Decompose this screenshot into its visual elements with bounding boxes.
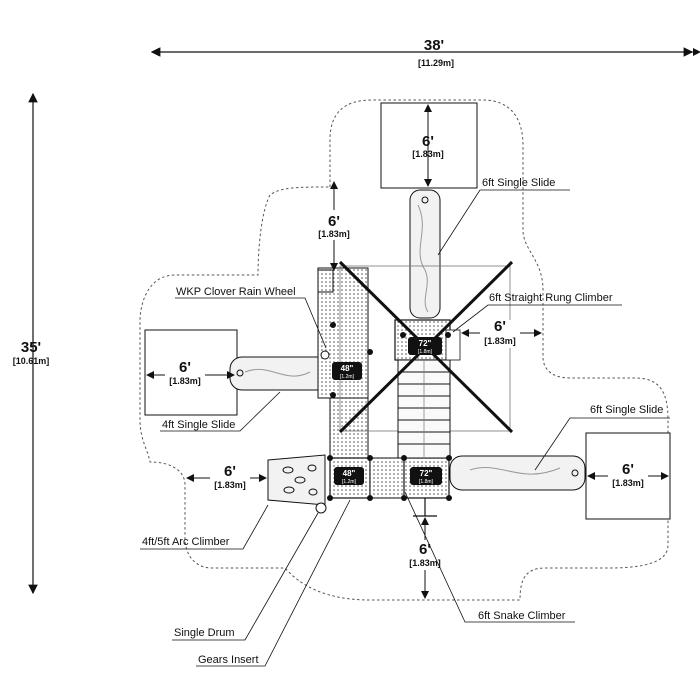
- callout-top-slide: 6ft Single Slide: [437, 177, 570, 256]
- svg-text:6': 6': [328, 213, 340, 230]
- svg-text:6ft Snake Climber: 6ft Snake Climber: [478, 610, 566, 622]
- svg-text:[1.2m]: [1.2m]: [342, 479, 357, 485]
- callout-arc-climber: 4ft/5ft Arc Climber: [140, 504, 269, 550]
- svg-text:4ft/5ft Arc Climber: 4ft/5ft Arc Climber: [142, 536, 230, 548]
- svg-text:48": 48": [341, 364, 354, 373]
- svg-text:[1.83m]: [1.83m]: [612, 478, 644, 488]
- svg-text:72": 72": [420, 469, 433, 478]
- use-zone-boundary: [139, 99, 669, 601]
- overall-width-metric: [11.29m]: [418, 58, 454, 68]
- svg-text:48": 48": [343, 469, 356, 478]
- svg-text:[1.83m]: [1.83m]: [484, 336, 516, 346]
- callout-left-slide: 4ft Single Slide: [160, 391, 281, 432]
- callout-drum: Single Drum: [172, 512, 319, 641]
- callout-rung-climber: 6ft Straight Rung Climber: [452, 292, 622, 333]
- callout-gears: Gears Insert: [196, 499, 351, 667]
- deck-tag-a: 72" [1.8m]: [408, 337, 442, 355]
- svg-text:6': 6': [419, 541, 431, 558]
- svg-text:6': 6': [622, 461, 634, 478]
- overall-depth-ft: 35': [21, 339, 41, 356]
- snake-climber: [413, 498, 437, 517]
- svg-text:[1.8m]: [1.8m]: [418, 349, 433, 355]
- callout-right-slide: 6ft Single Slide: [534, 404, 670, 471]
- svg-text:[1.83m]: [1.83m]: [214, 480, 246, 490]
- svg-text:[1.83m]: [1.83m]: [169, 376, 201, 386]
- overall-width-dimension: 38' [10.61m] [11.29m]: [150, 37, 700, 68]
- svg-text:[1.83m]: [1.83m]: [412, 149, 444, 159]
- arc-climber: [267, 454, 326, 506]
- svg-text:6ft Single Slide: 6ft Single Slide: [590, 404, 663, 416]
- svg-text:[1.83m]: [1.83m]: [409, 558, 441, 568]
- deck-tag-b: 48" [1.2m]: [332, 362, 362, 380]
- clearance-right-of-climber: 6' [1.83m]: [461, 318, 542, 348]
- clearance-bottom: 6' [1.83m]: [405, 517, 445, 599]
- deck-tag-d: 72" [1.8m]: [410, 467, 442, 485]
- overall-depth-metric: [10.61m]: [13, 356, 50, 366]
- svg-text:6ft Straight Rung Climber: 6ft Straight Rung Climber: [489, 292, 613, 304]
- svg-text:[1.8m]: [1.8m]: [419, 479, 434, 485]
- svg-text:[1.83m]: [1.83m]: [318, 229, 350, 239]
- svg-text:72": 72": [419, 339, 432, 348]
- overall-width-ft: 38': [424, 37, 444, 54]
- svg-text:6': 6': [224, 463, 236, 480]
- deck-tag-c: 48" [1.2m]: [334, 467, 364, 485]
- svg-text:6': 6': [179, 359, 191, 376]
- callout-snake-climber: 6ft Snake Climber: [404, 491, 575, 623]
- overall-depth-dimension: 35' [10.61m]: [13, 92, 50, 595]
- top-single-slide: [409, 189, 441, 319]
- svg-text:6ft Single Slide: 6ft Single Slide: [482, 177, 555, 189]
- svg-text:6': 6': [422, 133, 434, 150]
- clearance-left-zone: 6' [1.83m]: [146, 359, 235, 388]
- support-posts: [327, 322, 452, 501]
- clearance-right-zone: 6' [1.83m]: [587, 461, 669, 490]
- svg-text:Single Drum: Single Drum: [174, 627, 235, 639]
- clover-rain-wheel: [320, 350, 330, 360]
- left-single-slide: [229, 356, 331, 391]
- clearance-top-deck: 6' [1.83m]: [315, 181, 355, 271]
- clearance-top-slide: 6' [1.83m]: [412, 104, 444, 187]
- single-drum: [315, 502, 327, 514]
- svg-text:WKP Clover Rain Wheel: WKP Clover Rain Wheel: [176, 286, 296, 298]
- callout-rain-wheel: WKP Clover Rain Wheel: [175, 286, 327, 349]
- svg-text:Gears Insert: Gears Insert: [198, 654, 259, 666]
- svg-text:6': 6': [494, 318, 506, 335]
- right-single-slide: [449, 455, 586, 491]
- svg-text:[1.2m]: [1.2m]: [340, 374, 355, 380]
- clearance-arc-climber: 6' [1.83m]: [186, 463, 267, 491]
- svg-text:4ft Single Slide: 4ft Single Slide: [162, 419, 235, 431]
